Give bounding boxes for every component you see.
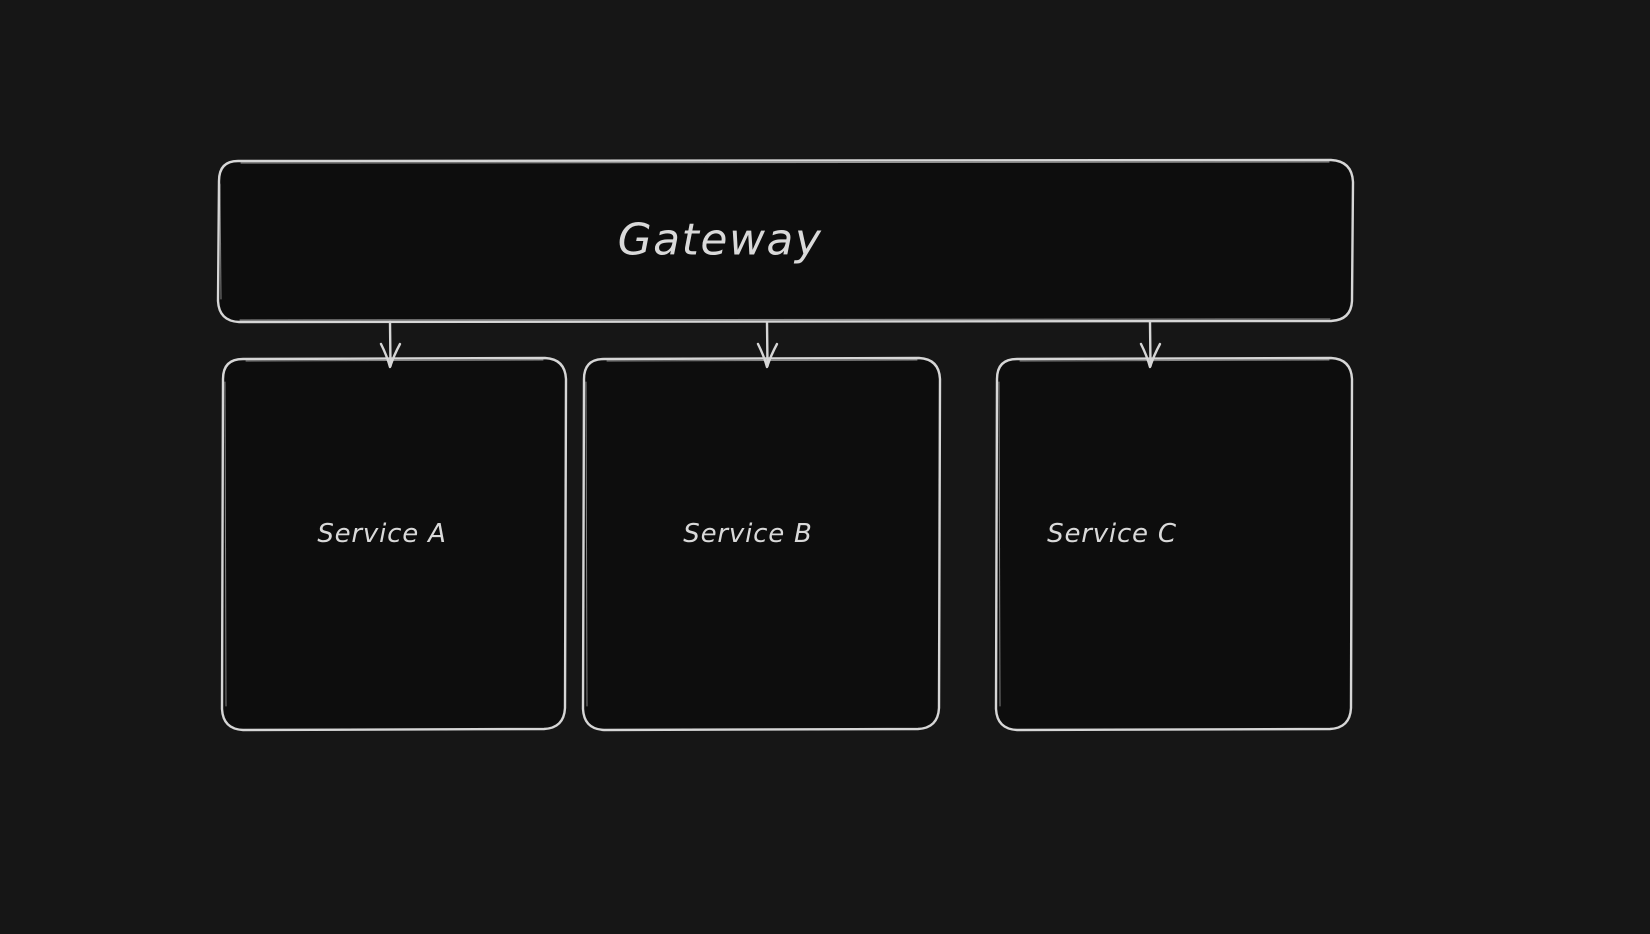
node-service-b-label: Service B xyxy=(683,519,813,549)
node-service-b-shape xyxy=(581,356,942,732)
node-service-c-shape xyxy=(994,356,1354,732)
node-service-c-label: Service C xyxy=(1047,519,1177,549)
node-service-c-sketch-top xyxy=(1019,359,1330,362)
edge-gateway-to-service-a-arrowhead xyxy=(379,342,402,369)
node-service-c-sketch-left xyxy=(998,381,1001,707)
node-gateway-shape xyxy=(216,158,1355,324)
edge-gateway-to-service-a-line xyxy=(388,320,392,368)
node-service-a-sketch-top xyxy=(245,359,544,362)
node-service-b[interactable] xyxy=(581,356,942,732)
edge-gateway-to-service-b-line xyxy=(765,320,769,368)
node-gateway-label: Gateway xyxy=(617,214,823,266)
node-gateway-sketch-bottom xyxy=(239,318,1331,321)
node-gateway-sketch-top xyxy=(240,161,1330,164)
node-gateway[interactable] xyxy=(216,158,1355,324)
node-service-c[interactable] xyxy=(994,356,1354,732)
edge-gateway-to-service-b-arrowhead xyxy=(756,342,779,369)
edge-gateway-to-service-c xyxy=(1139,320,1162,369)
node-service-a[interactable] xyxy=(220,356,568,732)
node-service-b-sketch-top xyxy=(606,359,918,362)
edge-gateway-to-service-c-arrowhead xyxy=(1139,342,1162,369)
node-gateway-sketch-left xyxy=(219,183,222,300)
edge-gateway-to-service-b xyxy=(756,320,779,369)
node-service-a-sketch-left xyxy=(224,381,227,707)
node-service-b-sketch-left xyxy=(585,381,588,707)
node-service-a-label: Service A xyxy=(317,519,447,549)
node-service-a-shape xyxy=(220,356,568,732)
edge-gateway-to-service-a xyxy=(379,320,402,369)
edge-gateway-to-service-c-line xyxy=(1148,320,1152,368)
